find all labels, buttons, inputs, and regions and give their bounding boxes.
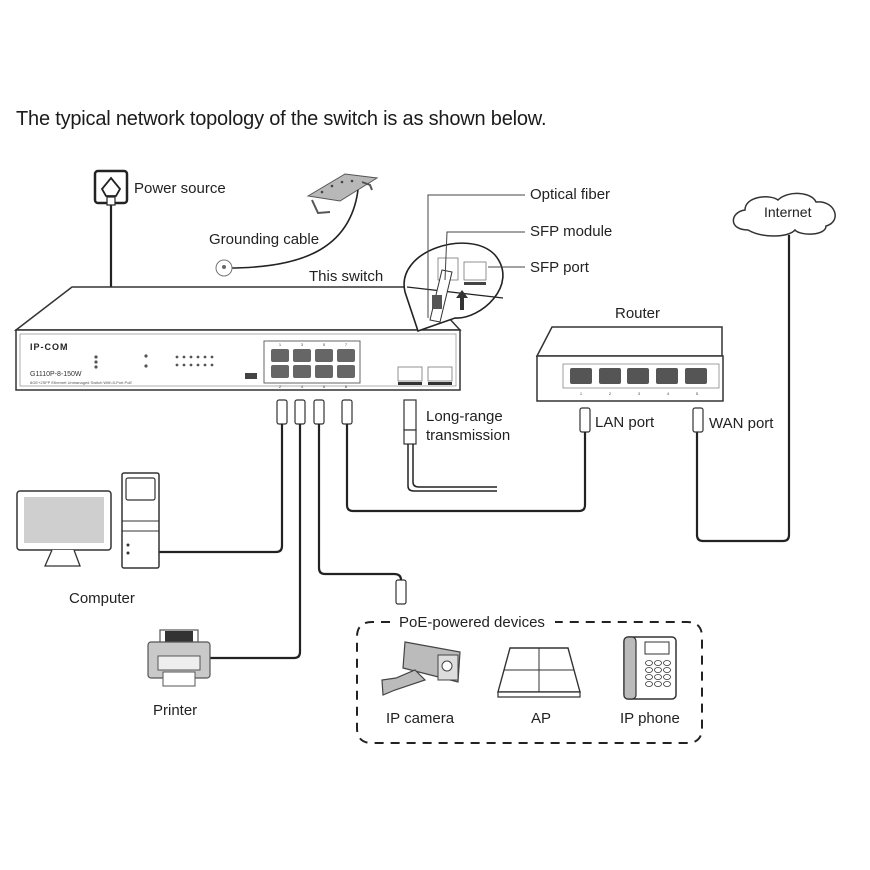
computer-label: Computer <box>69 590 135 607</box>
ip-phone-label: IP phone <box>620 710 680 727</box>
ap-icon <box>497 647 581 698</box>
router-port-number: 2 <box>609 391 612 396</box>
switch-port-number: 7 <box>345 342 348 347</box>
switch-model: G1110P-8-150W <box>30 371 82 378</box>
router-label: Router <box>615 305 661 322</box>
router-port-number: 3 <box>638 391 641 396</box>
ip-phone-icon <box>623 636 677 700</box>
page-title: The typical network topology of the swit… <box>16 108 547 130</box>
long-range-label-line2: transmission <box>426 427 511 444</box>
grounding-cable <box>227 189 359 269</box>
sfp-callout <box>403 242 504 333</box>
optical-fiber-label: Optical fiber <box>530 186 611 203</box>
printer-label: Printer <box>153 702 198 719</box>
switch-port-number: 1 <box>279 342 282 347</box>
internet-label: Internet <box>764 204 812 220</box>
switch-port-number: 4 <box>301 384 304 389</box>
sfp-module-leader <box>444 231 525 281</box>
poe-cable <box>317 424 403 581</box>
poe-group-label: PoE-powered devices <box>399 614 545 631</box>
grounding-terminal-icon <box>215 259 233 277</box>
switch-description: 8GE+2SFP Ethernet Unmanaged Switch With … <box>30 380 132 385</box>
switch-device <box>13 286 462 391</box>
computer-icon <box>16 472 160 569</box>
grounding-cable-label: Grounding cable <box>209 231 320 248</box>
optical-fiber-leader <box>427 194 525 318</box>
ip-camera-label: IP camera <box>386 710 455 727</box>
router-port-number: 1 <box>580 391 583 396</box>
poe-group-border <box>356 621 703 744</box>
internet-cloud-icon <box>732 192 836 237</box>
router-lan-cable <box>345 424 587 513</box>
ap-label: AP <box>531 710 552 727</box>
power-source-label: Power source <box>134 180 226 197</box>
power-outlet-icon <box>93 169 129 206</box>
long-range-label-line1: Long-range <box>426 408 503 425</box>
switch-port-number: 2 <box>279 384 282 389</box>
printer-icon <box>147 629 211 687</box>
router-device <box>535 326 724 402</box>
fiber-module-icon <box>403 399 417 445</box>
switch-port-number: 6 <box>323 384 326 389</box>
wan-port-label: WAN port <box>709 415 774 432</box>
this-switch-label: This switch <box>309 268 384 285</box>
ip-camera-icon <box>381 641 461 696</box>
router-port-number: 4 <box>667 391 670 396</box>
sfp-module-label: SFP module <box>530 223 613 240</box>
sfp-port-label: SFP port <box>530 259 589 276</box>
rj45-plug-icon <box>276 399 704 605</box>
switch-port-number: 5 <box>323 342 326 347</box>
switch-port-number: 8 <box>345 384 348 389</box>
switch-port-number: 3 <box>301 342 304 347</box>
switch-brand: IP-COM <box>30 342 69 352</box>
grounding-bar-icon <box>306 173 379 215</box>
internet-cable <box>695 235 791 543</box>
long-range-fiber <box>407 444 497 492</box>
router-port-number: 5 <box>696 391 699 396</box>
printer-cable <box>210 424 302 660</box>
lan-port-label: LAN port <box>595 414 655 431</box>
computer-cable <box>158 424 284 554</box>
